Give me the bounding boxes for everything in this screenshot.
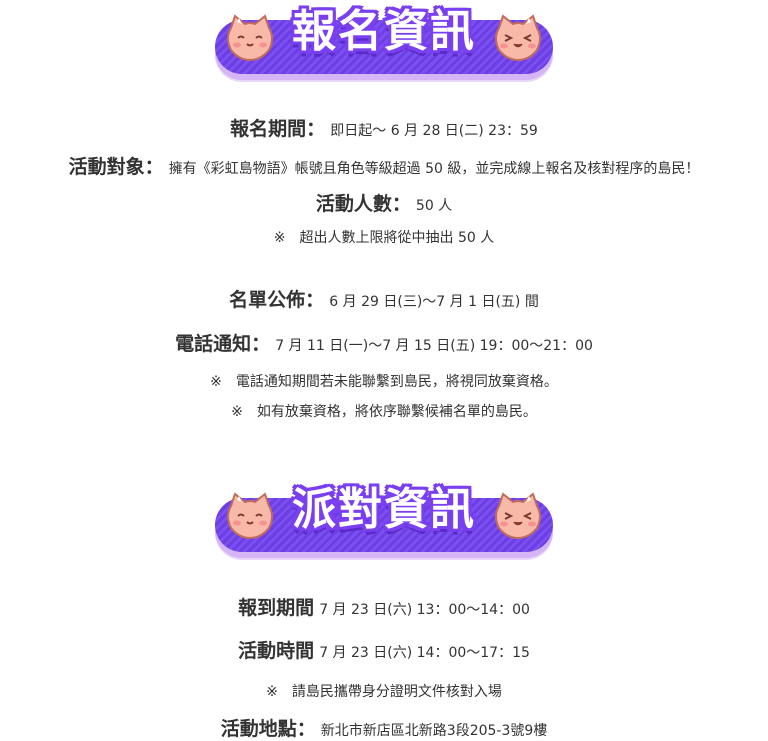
registration-period-label: 報名期間： <box>230 118 326 140</box>
notify-note-2: ※ 如有放棄資格，將依序聯繫候補名單的島民。 <box>231 404 537 420</box>
event-time-label: 活動時間 <box>238 640 315 662</box>
announce-value: 6 月 29 日(三)～7 月 1 日(五) 間 <box>329 294 539 310</box>
venue-row: 活動地點： 新北市新店區北新路3段205-3號9樓 <box>0 714 768 741</box>
notify-value: 7 月 11 日(一)～7 月 15 日(五) 19：00～21：00 <box>275 338 593 354</box>
registration-period-row: 報名期間： 即日起～ 6 月 28 日(二) 23：59 <box>0 114 768 141</box>
cat-mascot-icon <box>495 14 541 62</box>
party-banner: 派對資訊 <box>211 478 557 558</box>
checkin-label: 報到期間 <box>238 597 315 619</box>
announce-row: 名單公佈： 6 月 29 日(三)～7 月 1 日(五) 間 <box>0 285 768 312</box>
announce-label: 名單公佈： <box>229 289 325 311</box>
registration-count-label: 活動人數： <box>315 193 411 215</box>
checkin-row: 報到期間 7 月 23 日(六) 13：00～14：00 <box>0 593 768 620</box>
registration-count-row: 活動人數： 50 人 <box>0 189 768 216</box>
checkin-value: 7 月 23 日(六) 13：00～14：00 <box>319 602 530 618</box>
cat-mascot-icon <box>495 492 541 540</box>
registration-banner: 報名資訊 <box>211 0 557 80</box>
party-banner-title: 派對資訊 <box>292 484 476 535</box>
registration-banner-title: 報名資訊 <box>292 6 476 57</box>
registration-target-value: 擁有《彩虹島物語》帳號且角色等級超過 50 級，並完成線上報名及核對程序的島民！ <box>168 161 700 177</box>
venue-value: 新北市新店區北新路3段205-3號9樓 <box>320 723 548 739</box>
registration-target-label: 活動對象： <box>68 156 164 178</box>
venue-label: 活動地點： <box>220 718 316 740</box>
id-note: ※ 請島民攜帶身分證明文件核對入場 <box>266 684 502 700</box>
event-time-row: 活動時間 7 月 23 日(六) 14：00～17：15 <box>0 636 768 663</box>
event-time-value: 7 月 23 日(六) 14：00～17：15 <box>319 645 530 661</box>
cat-mascot-icon <box>227 14 273 62</box>
notify-note-1: ※ 電話通知期間若未能聯繫到島民，將視同放棄資格。 <box>210 374 558 390</box>
registration-period-value: 即日起～ 6 月 28 日(二) 23：59 <box>330 123 538 139</box>
registration-target-row: 活動對象： 擁有《彩虹島物語》帳號且角色等級超過 50 級，並完成線上報名及核對… <box>0 152 768 179</box>
registration-count-note: ※ 超出人數上限將從中抽出 50 人 <box>273 230 495 246</box>
cat-mascot-icon <box>227 492 273 540</box>
notify-row: 電話通知： 7 月 11 日(一)～7 月 15 日(五) 19：00～21：0… <box>0 329 768 356</box>
registration-count-value: 50 人 <box>415 198 453 214</box>
notify-label: 電話通知： <box>175 333 271 355</box>
